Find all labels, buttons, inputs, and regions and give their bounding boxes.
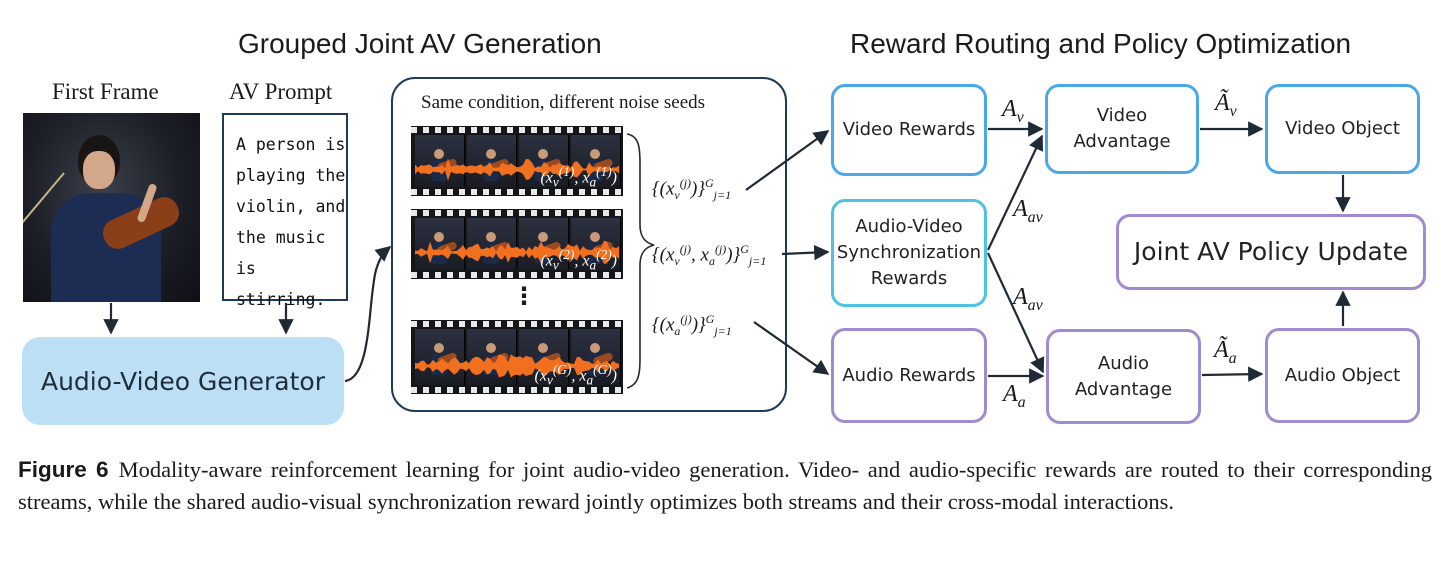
arrow-audio-adv-to-object xyxy=(1201,366,1264,382)
ellipsis: ⋮ xyxy=(512,282,536,310)
video-object-box: Video Object xyxy=(1265,84,1420,174)
film-strip: (xv(2), xa(2)) xyxy=(411,209,623,279)
violinist-head xyxy=(434,343,444,353)
film-strip: (xv(1), xa(1)) xyxy=(411,126,623,196)
arrow-sync-to-video-adv xyxy=(987,134,1044,251)
video-rewards-box: Video Rewards xyxy=(831,84,987,176)
group-brace xyxy=(626,133,655,389)
audio-sample-set: {(xa(j))}Gj=1 xyxy=(652,312,732,339)
group-subtitle: Same condition, different noise seeds xyxy=(421,92,706,113)
label-a-v: Av xyxy=(1002,96,1024,126)
violinist-head xyxy=(538,149,548,159)
figure-number: Figure 6 xyxy=(18,457,109,482)
sample-tag: (xv(1), xa(1)) xyxy=(540,164,617,190)
audio-rewards-box: Audio Rewards xyxy=(831,328,987,423)
violinist-head xyxy=(538,232,548,242)
violinist-head xyxy=(590,149,600,159)
prompt-line: playing the xyxy=(236,166,346,185)
prompt-line: violin, and xyxy=(236,197,346,216)
video-advantage-line: Advantage xyxy=(1073,131,1171,152)
violinist-head xyxy=(486,343,496,353)
av-prompt-card: A person is playing the violin, and the … xyxy=(222,113,348,309)
routing-title: Reward Routing and Policy Optimization xyxy=(850,28,1352,59)
audio-video-generator: Audio-Video Generator xyxy=(22,337,344,425)
violinist-head xyxy=(434,149,444,159)
audio-advantage-line: Audio xyxy=(1097,352,1150,374)
violinist-head xyxy=(538,343,548,353)
video-sample-set: {(xv(j))}Gj=1 xyxy=(652,176,732,203)
arrow-sync-to-audio-adv xyxy=(987,252,1045,374)
label-a-a: Aa xyxy=(1003,381,1026,411)
prompt-line: is stirring. xyxy=(236,259,326,309)
first-frame-image xyxy=(23,113,200,302)
waveform-shape xyxy=(415,354,619,378)
prompt-line: A person is xyxy=(236,135,346,154)
violinist-head xyxy=(434,232,444,242)
violinist-head xyxy=(486,232,496,242)
arrow-av-set-to-sync xyxy=(781,244,830,261)
sample-tag: (xv(2), xa(2)) xyxy=(540,247,617,273)
prompt-line: the music xyxy=(236,228,326,247)
group-title: Grouped Joint AV Generation xyxy=(238,28,602,59)
waveform xyxy=(415,354,619,378)
audio-object-box: Audio Object xyxy=(1265,328,1420,423)
violinist-head xyxy=(590,232,600,242)
sync-rewards-box: Audio-Video Synchronization Rewards xyxy=(831,199,987,307)
waveform-shape xyxy=(415,240,619,264)
violinist-head xyxy=(486,149,496,159)
audio-advantage-box: Audio Advantage xyxy=(1046,329,1201,424)
arrow-video-set-to-rewards xyxy=(745,130,830,191)
violinist-head xyxy=(590,343,600,353)
waveform xyxy=(415,240,619,264)
arrow-generator-to-group xyxy=(344,246,392,383)
sync-rewards-line: Audio-Video xyxy=(855,216,963,237)
label-atilde-v: Ãv xyxy=(1215,90,1237,120)
waveform-shape xyxy=(415,158,619,181)
label-a-av-lower: Aav xyxy=(1013,284,1043,314)
av-sample-set: {(xv(j), xa(j))}Gj=1 xyxy=(652,242,767,269)
label-a-av-upper: Aav xyxy=(1013,196,1043,226)
arrow-audio-set-to-rewards xyxy=(753,321,830,375)
first-frame-label: First Frame xyxy=(52,79,159,104)
sync-rewards-line: Synchronization xyxy=(836,242,982,263)
waveform xyxy=(415,158,619,181)
caption-text: Modality-aware reinforcement learning fo… xyxy=(18,457,1432,514)
joint-policy-update-box: Joint AV Policy Update xyxy=(1116,214,1426,290)
sync-rewards-line: Rewards xyxy=(870,268,948,289)
sample-tag: (xv(G), xa(G)) xyxy=(534,362,618,388)
video-advantage-box: Video Advantage xyxy=(1045,84,1199,174)
video-advantage-line: Video xyxy=(1096,105,1148,126)
av-prompt-label: AV Prompt xyxy=(229,79,333,104)
film-strip: (xv(G), xa(G)) xyxy=(411,320,623,394)
audio-advantage-line: Advantage xyxy=(1074,378,1173,400)
label-atilde-a: Ãa xyxy=(1214,337,1237,367)
